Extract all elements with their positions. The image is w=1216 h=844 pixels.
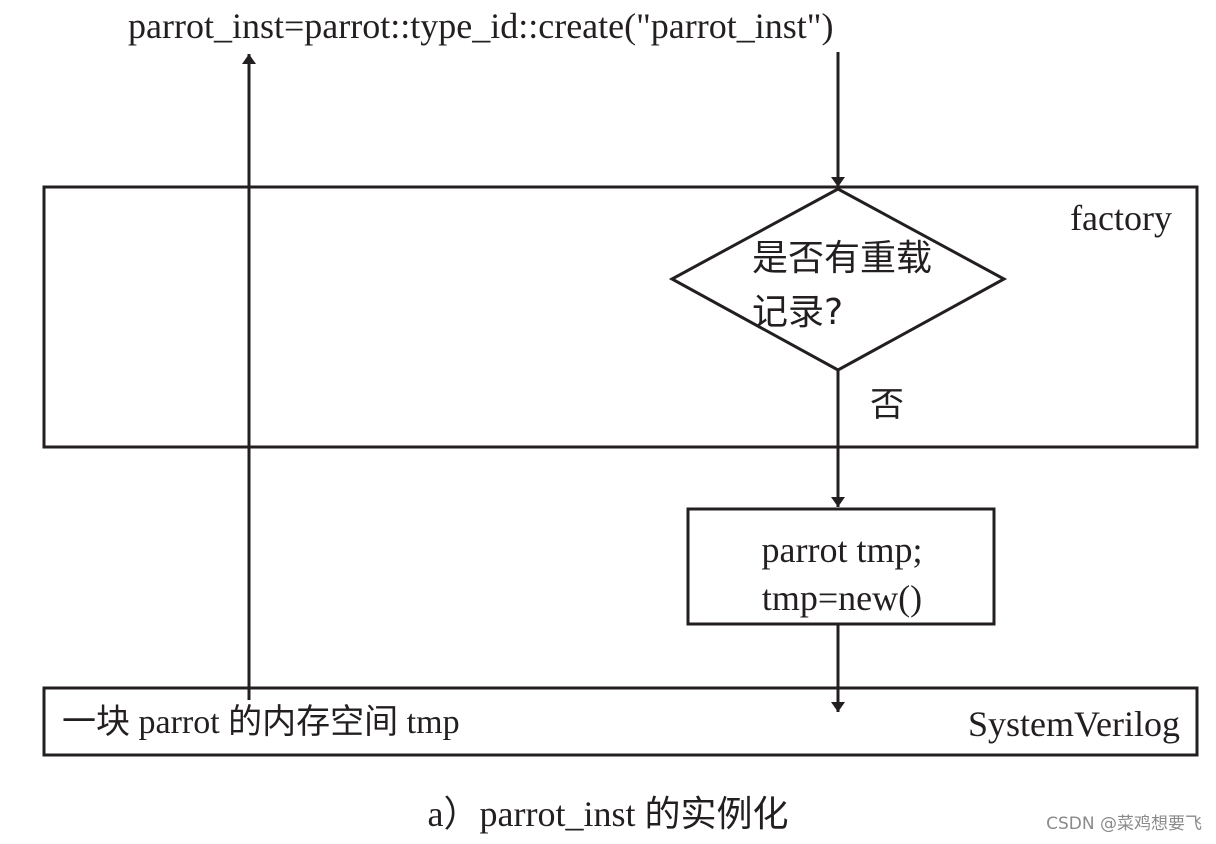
memory-space-label: 一块 parrot 的内存空间 tmp <box>62 704 460 741</box>
process-line-1: parrot tmp; <box>761 530 923 570</box>
decision-label: 是否有重载记录? <box>752 238 933 333</box>
systemverilog-box <box>42 686 1199 757</box>
factory-box <box>42 185 1199 449</box>
watermark: CSDN @菜鸡想要飞 <box>1046 814 1202 834</box>
process-box <box>686 507 996 626</box>
process-line-2: tmp=new() <box>761 578 923 618</box>
figure-caption: a）parrot_inst 的实例化 <box>427 794 789 834</box>
no-branch-label: 否 <box>870 385 904 425</box>
factory-label: factory <box>1070 198 1172 238</box>
systemverilog-label: SystemVerilog <box>968 704 1180 744</box>
create-call-label: parrot_inst=parrot::type_id::create("par… <box>128 6 834 46</box>
